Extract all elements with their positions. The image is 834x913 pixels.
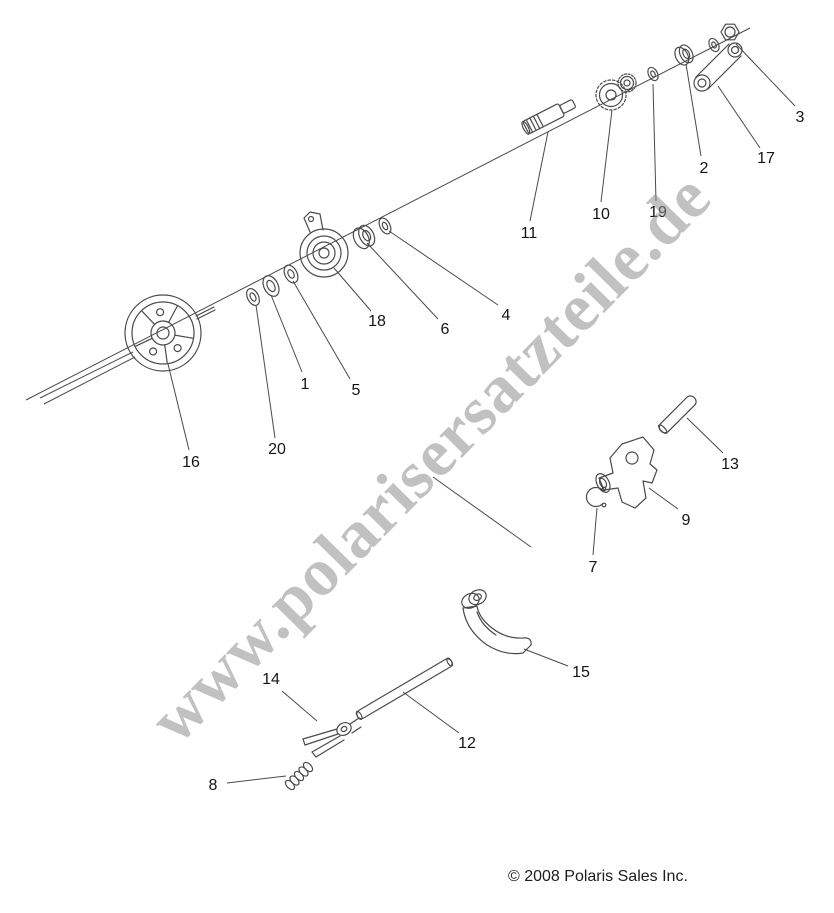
part-20-washer [246, 288, 260, 306]
part-label-20: 20 [268, 441, 286, 458]
part-6-washer [352, 224, 376, 250]
part-label-7: 7 [588, 559, 598, 576]
leader-line-16 [167, 363, 190, 451]
part-5-washer [283, 264, 299, 284]
part-label-8: 8 [208, 777, 218, 794]
leader-line-20 [255, 304, 276, 439]
leader-line-3 [735, 43, 796, 107]
part-label-17: 17 [757, 150, 775, 167]
part-label-3: 3 [795, 109, 805, 126]
part-13-pin [658, 395, 697, 434]
part-12-shift-rod [355, 657, 454, 720]
part-label-6: 6 [440, 321, 450, 338]
part-4-washer [378, 217, 392, 235]
leader-line-15 [523, 648, 569, 667]
leader-line-8 [226, 775, 287, 784]
part-label-19: 19 [649, 204, 667, 221]
part-19-ring [647, 66, 659, 82]
leader-line-17 [717, 85, 761, 149]
part-2-washer [674, 44, 694, 66]
leader-line-7 [592, 507, 598, 556]
part-17-lever [693, 42, 743, 92]
part-8-spring [284, 761, 314, 791]
leader-line-14 [281, 690, 318, 722]
leader-line-11 [529, 131, 549, 222]
part-9-bracket [595, 436, 658, 509]
part-10-gear [595, 73, 637, 111]
part-14-fork-arm [302, 717, 362, 758]
part-label-16: 16 [182, 454, 200, 471]
part-label-12: 12 [458, 735, 476, 752]
part-label-4: 4 [501, 307, 511, 324]
part-label-15: 15 [572, 664, 590, 681]
copyright-text: © 2008 Polaris Sales Inc. [508, 868, 688, 885]
part-label-10: 10 [592, 206, 610, 223]
leader-lines [167, 43, 796, 784]
part-18-cover [299, 211, 349, 278]
leader-line-13 [686, 417, 724, 454]
part-label-1: 1 [300, 376, 310, 393]
leader-line-19 [652, 83, 657, 202]
part-label-2: 2 [699, 160, 709, 177]
leader-line-18 [333, 267, 372, 312]
part-16-shift-drum [124, 294, 216, 372]
part-15-shift-fork [461, 589, 532, 655]
part-7-circlip [585, 486, 607, 508]
part-11-shaft [521, 99, 576, 135]
part-label-11: 11 [520, 225, 538, 242]
leader-line-6 [366, 242, 439, 320]
leader-line-1 [270, 294, 303, 373]
leader-line-5 [292, 280, 351, 380]
part-label-5: 5 [351, 382, 361, 399]
leader-line-2 [685, 63, 702, 157]
part-3-nut [708, 23, 740, 53]
part-label-14: 14 [262, 671, 280, 688]
part-label-9: 9 [681, 512, 691, 529]
leader-line-9 [648, 487, 679, 510]
leader-line-10 [600, 109, 613, 203]
part-label-18: 18 [368, 313, 386, 330]
leader-line-4 [388, 230, 499, 306]
part-label-13: 13 [721, 456, 739, 473]
part-1-washer [262, 275, 280, 297]
leader-line-12 [402, 691, 460, 734]
axis-lines [25, 27, 751, 548]
